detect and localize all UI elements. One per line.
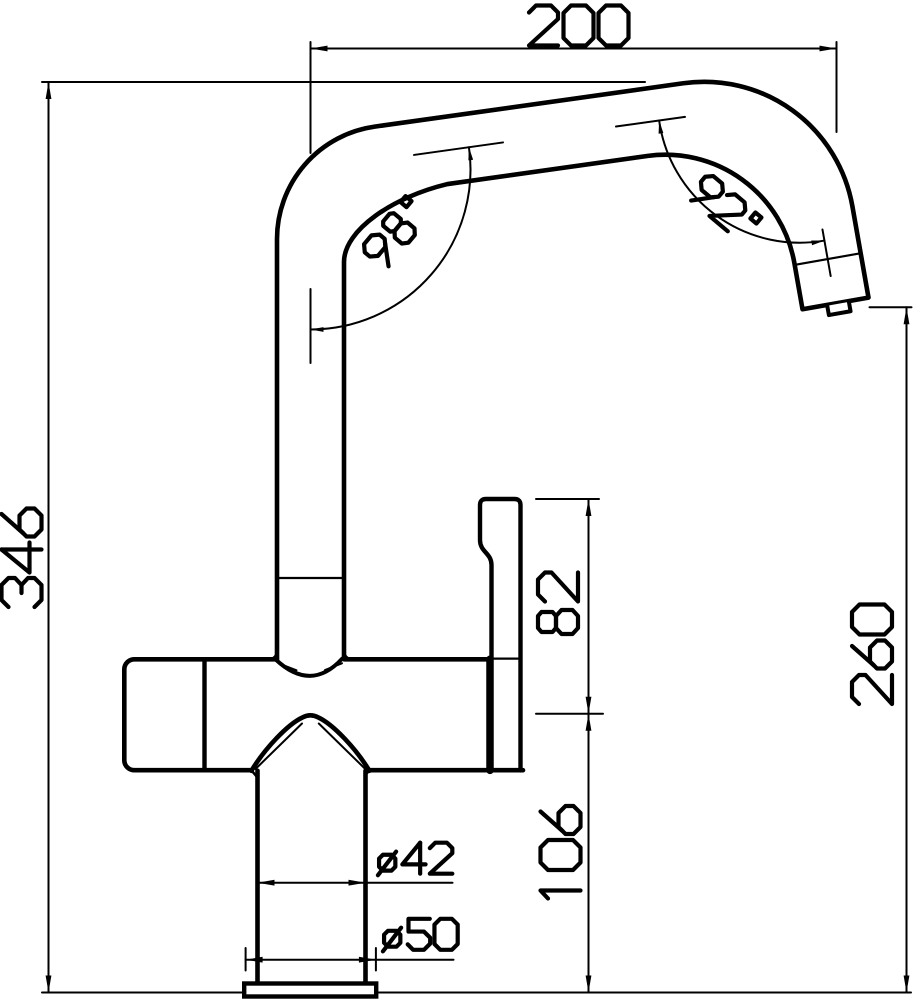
arrowhead: [585, 696, 592, 714]
line: [17, 506, 44, 539]
line: [251, 715, 370, 771]
line: [375, 849, 399, 878]
arrowhead: [585, 499, 592, 516]
line: [538, 837, 583, 873]
line: [317, 722, 367, 770]
dimension-angle-98: [309, 141, 504, 364]
line: [254, 722, 303, 770]
lever-handle: [477, 496, 523, 775]
line: [477, 496, 523, 773]
line: [400, 840, 428, 867]
dimension-angle-92: [615, 115, 832, 277]
base-dome: [249, 713, 372, 779]
arrowhead: [310, 327, 324, 332]
line: [309, 146, 472, 331]
line: [342, 648, 355, 661]
line: [361, 232, 388, 259]
line: [19, 575, 44, 610]
line: [556, 803, 583, 837]
arrowhead: [819, 45, 837, 52]
dimension-height-260: [849, 306, 913, 994]
line: [278, 662, 298, 672]
line: [596, 3, 631, 48]
line: [615, 115, 686, 128]
line: [748, 210, 764, 226]
dimension-label-92deg: [689, 173, 764, 234]
line: [698, 173, 725, 200]
arrowhead: [903, 975, 910, 993]
arrowhead: [245, 956, 263, 963]
arrowhead: [310, 45, 328, 52]
line: [266, 648, 279, 661]
dimension-label-dia42: [375, 840, 455, 878]
dimension-height-82: [535, 498, 604, 715]
line: [535, 570, 581, 604]
arrowhead: [468, 147, 474, 161]
line: [480, 499, 521, 659]
mixer-body: [122, 648, 526, 773]
line: [825, 299, 853, 318]
arrowhead: [45, 975, 52, 993]
line: [274, 79, 871, 662]
line: [538, 888, 583, 901]
dimension-diameter-50: [244, 916, 460, 972]
line: [535, 609, 559, 635]
line: [427, 840, 455, 876]
line: [526, 3, 561, 48]
line: [821, 228, 832, 277]
dimension-label-346: [0, 506, 44, 610]
line: [405, 916, 433, 952]
arrowhead: [585, 713, 592, 731]
dimension-label-260: [849, 602, 895, 707]
dimension-label-106: [538, 803, 583, 901]
arrowhead: [257, 879, 275, 886]
base-flange: [241, 981, 379, 999]
line: [380, 925, 404, 954]
dimension-label-dia50: [380, 916, 460, 954]
line: [124, 659, 522, 771]
line: [398, 193, 414, 210]
line: [849, 602, 895, 637]
line: [0, 575, 24, 610]
line: [324, 662, 343, 671]
dimension-label-98deg: [361, 193, 417, 269]
line: [249, 713, 372, 774]
arrowhead: [811, 240, 825, 246]
arrowhead: [358, 956, 376, 963]
line: [392, 220, 417, 246]
line: [849, 672, 895, 707]
dimension-label-200: [526, 3, 631, 48]
line: [561, 3, 596, 48]
arrowhead: [45, 82, 52, 99]
dimension-width-200: [309, 3, 838, 154]
line: [122, 657, 280, 773]
rect: [257, 770, 366, 984]
line: [413, 141, 504, 156]
line: [867, 638, 895, 671]
spout-tube: [274, 79, 871, 662]
arrowhead: [658, 120, 664, 134]
dimension-diameter-42: [256, 840, 455, 886]
arrowhead: [585, 975, 592, 993]
dimension-height-346: [0, 81, 912, 994]
arrowhead: [903, 307, 910, 325]
dimension-height-106: [538, 712, 592, 994]
dimension-label-82: [535, 570, 581, 637]
arrowhead: [348, 879, 366, 886]
base-column: [241, 768, 379, 999]
line: [0, 540, 32, 575]
line: [707, 192, 748, 234]
line: [432, 916, 460, 952]
line: [553, 607, 581, 637]
